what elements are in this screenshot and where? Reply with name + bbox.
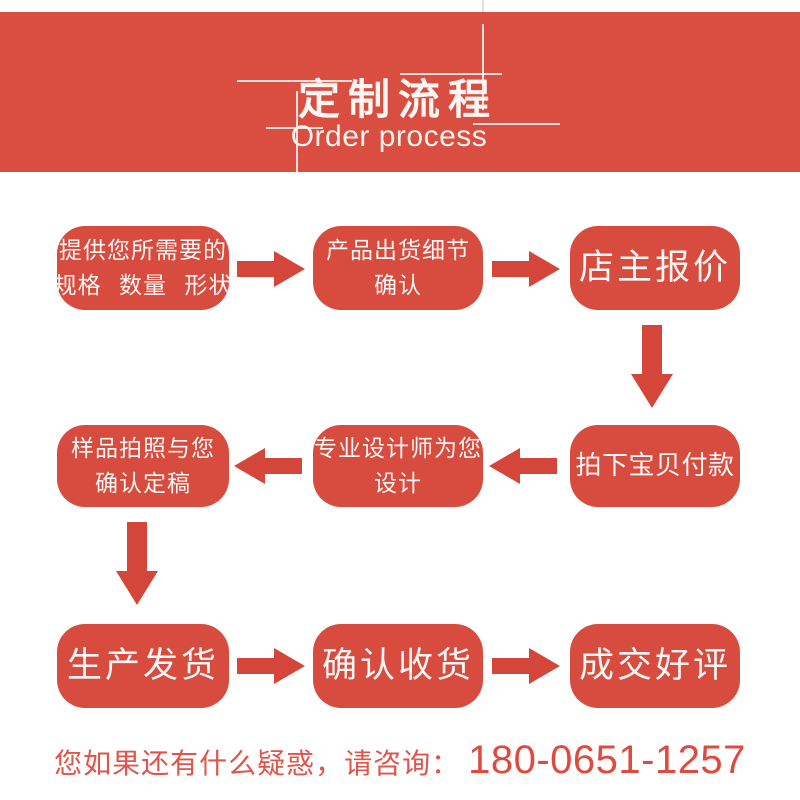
arrow-right-icon: [237, 251, 305, 287]
arrow-shaft: [492, 658, 532, 674]
arrow-head: [529, 648, 560, 684]
flow-step-seller-quote: 店主报价: [570, 226, 740, 310]
crosshair-line-icon: [400, 73, 502, 75]
flow-step-label: 拍下宝贝付款: [575, 450, 735, 481]
arrow-shaft: [492, 261, 532, 277]
flow-step-label: 生产发货: [66, 646, 219, 685]
crosshair-line-icon: [473, 123, 560, 125]
footer-note: 您如果还有什么疑惑，请咨询：: [54, 749, 461, 780]
flow-step-label: 店主报价: [578, 248, 731, 287]
flow-step-label: 提供您所需要的: [59, 237, 227, 263]
flow-step-confirm-receipt: 确认收货: [313, 624, 483, 708]
arrow-right-icon: [492, 251, 560, 287]
flow-step-label: 确认定稿: [95, 470, 191, 496]
flow-step-sample-photo-confirm: 样品拍照与您 确认定稿: [57, 425, 229, 507]
arrow-shaft: [262, 458, 302, 474]
flow-step-provide-specs: 提供您所需要的 规格 数量 形状: [54, 226, 231, 310]
arrow-head: [631, 374, 673, 408]
crosshair-line-icon: [482, 24, 484, 110]
arrow-head: [529, 251, 560, 287]
page-title: 定制流程: [297, 78, 499, 124]
flow-step-label: 样品拍照与您: [71, 435, 215, 461]
arrow-shaft: [237, 261, 277, 277]
flow-step-label: 确认收货: [321, 646, 474, 685]
flow-step-shipping-details-confirm: 产品出货细节 确认: [313, 226, 483, 310]
page-subtitle: Order process: [290, 120, 488, 153]
arrow-shaft: [237, 658, 277, 674]
flow-step-produce-ship: 生产发货: [57, 624, 229, 708]
arrow-right-icon: [237, 648, 305, 684]
arrow-head: [274, 251, 305, 287]
arrow-shaft: [517, 458, 557, 474]
flow-step-label: 成交好评: [578, 646, 731, 685]
crosshair-line-icon: [266, 127, 323, 129]
crosshair-line-icon: [296, 91, 298, 184]
arrow-head: [489, 448, 520, 484]
flow-step-positive-review: 成交好评: [570, 624, 740, 708]
arrow-head: [234, 448, 265, 484]
arrow-down-icon: [116, 522, 158, 605]
footer-contact-line: 您如果还有什么疑惑，请咨询： 180-0651-1257: [0, 738, 800, 783]
top-banner: 定制流程 Order process: [0, 12, 800, 184]
arrow-down-icon: [631, 325, 673, 408]
arrow-shaft: [642, 325, 662, 374]
crosshair-line-icon: [237, 80, 352, 82]
arrow-left-icon: [234, 448, 302, 484]
flow-step-label: 产品出货细节: [326, 237, 470, 263]
flow-step-purchase-payment: 拍下宝贝付款: [570, 425, 740, 507]
flow-step-label: 规格 数量 形状: [53, 272, 233, 298]
flow-step-label: 专业设计师为您: [314, 435, 482, 461]
arrow-right-icon: [492, 648, 560, 684]
arrow-left-icon: [489, 448, 557, 484]
arrow-shaft: [127, 522, 147, 571]
flow-step-label: 设计: [374, 470, 422, 496]
crosshair-line-icon: [482, 0, 484, 12]
arrow-head: [116, 571, 158, 605]
arrow-head: [274, 648, 305, 684]
footer-phone-number: 180-0651-1257: [468, 738, 746, 782]
flow-step-label: 确认: [374, 272, 422, 298]
flow-step-designer-design: 专业设计师为您 设计: [313, 425, 483, 507]
